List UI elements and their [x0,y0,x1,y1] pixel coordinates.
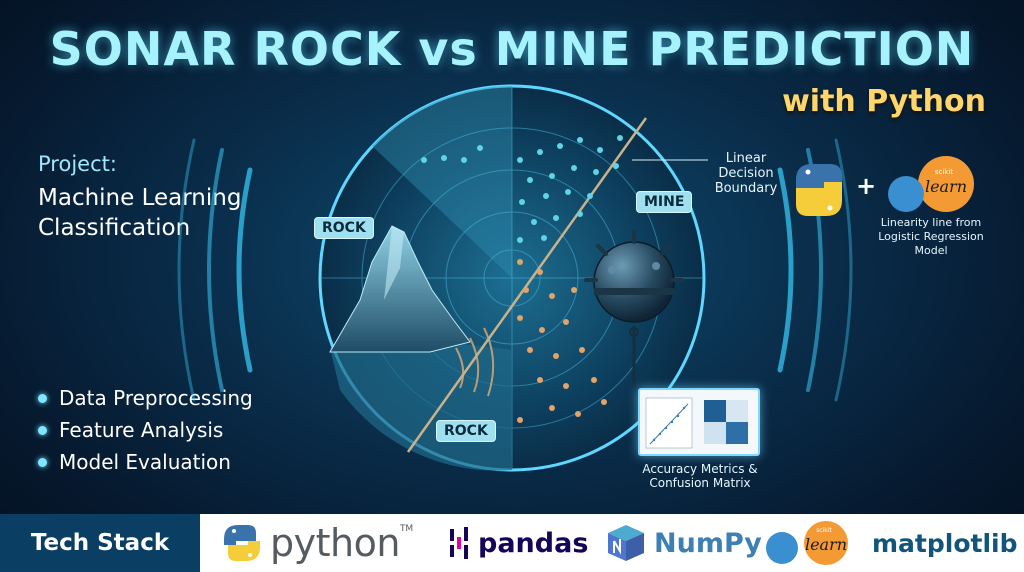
project-label: Project: [38,152,117,176]
python-logo-text: python [270,521,400,565]
radar-illustration: learn scikit [177,84,974,472]
matplotlib-logo-text: matplotlib [872,528,1018,558]
tech-stack-bar: Tech Stack python TM pandas NumPy [0,514,1024,572]
sklearn-icon: scikit learn [766,521,848,565]
confusion-matrix-card [638,388,760,456]
sea-water [330,342,512,471]
rock-tag-top: ROCK [314,217,374,239]
rock-mountain [329,225,471,353]
sklearn-logo-text: learn [925,177,967,196]
radar-sweep [372,85,512,278]
confusion-matrix-caption: Accuracy Metrics & Confusion Matrix [642,462,758,490]
decision-boundary-line [406,117,648,453]
naval-mine-icon [584,230,684,388]
plus-sign: + [856,172,877,200]
feature-item: Feature Analysis [38,414,253,446]
sonar-waves-left [177,138,253,402]
numpy-logo-text: NumPy [654,527,762,559]
python-logo: python TM [220,520,413,566]
page-subtitle: with Python [782,84,986,119]
rock-highlight [384,226,404,300]
mine-points [421,135,623,243]
sklearn-logo: scikit learn [760,520,858,566]
sklearn-logo-icon: learn scikit [888,156,974,212]
bullet-icon [38,457,47,467]
mine-tag: MINE [636,191,693,213]
sklearn-logo-subtext: scikit [935,168,953,176]
tech-stack-label: Tech Stack [0,514,200,572]
rock-sonar-pings [455,327,495,397]
rock-points [517,259,607,423]
python-icon [224,525,260,561]
matplotlib-logo: matplotlib [872,520,1018,566]
pandas-logo: pandas [448,520,588,566]
sklearn-footer-subtext: scikit [816,527,832,534]
pandas-logo-text: pandas [478,527,589,559]
numpy-icon [608,525,644,561]
rock-tag-bottom: ROCK [436,420,496,442]
python-logo-icon [796,164,842,216]
pandas-icon [450,527,468,559]
numpy-logo: NumPy [604,520,762,566]
confusion-matrix-thumbnail [645,397,748,449]
feature-item: Model Evaluation [38,446,253,478]
page-title: SONAR ROCK vs MINE PREDICTION [49,22,975,76]
decision-boundary-label: Linear Decision Boundary [714,151,778,196]
python-trademark: TM [399,524,414,534]
project-name: Machine Learning Classification [38,185,242,241]
bullet-icon [38,425,47,435]
logistic-regression-label: Linearity line from Logistic Regression … [878,216,984,257]
sklearn-footer-text: learn [805,535,847,554]
bullet-icon [38,393,47,403]
